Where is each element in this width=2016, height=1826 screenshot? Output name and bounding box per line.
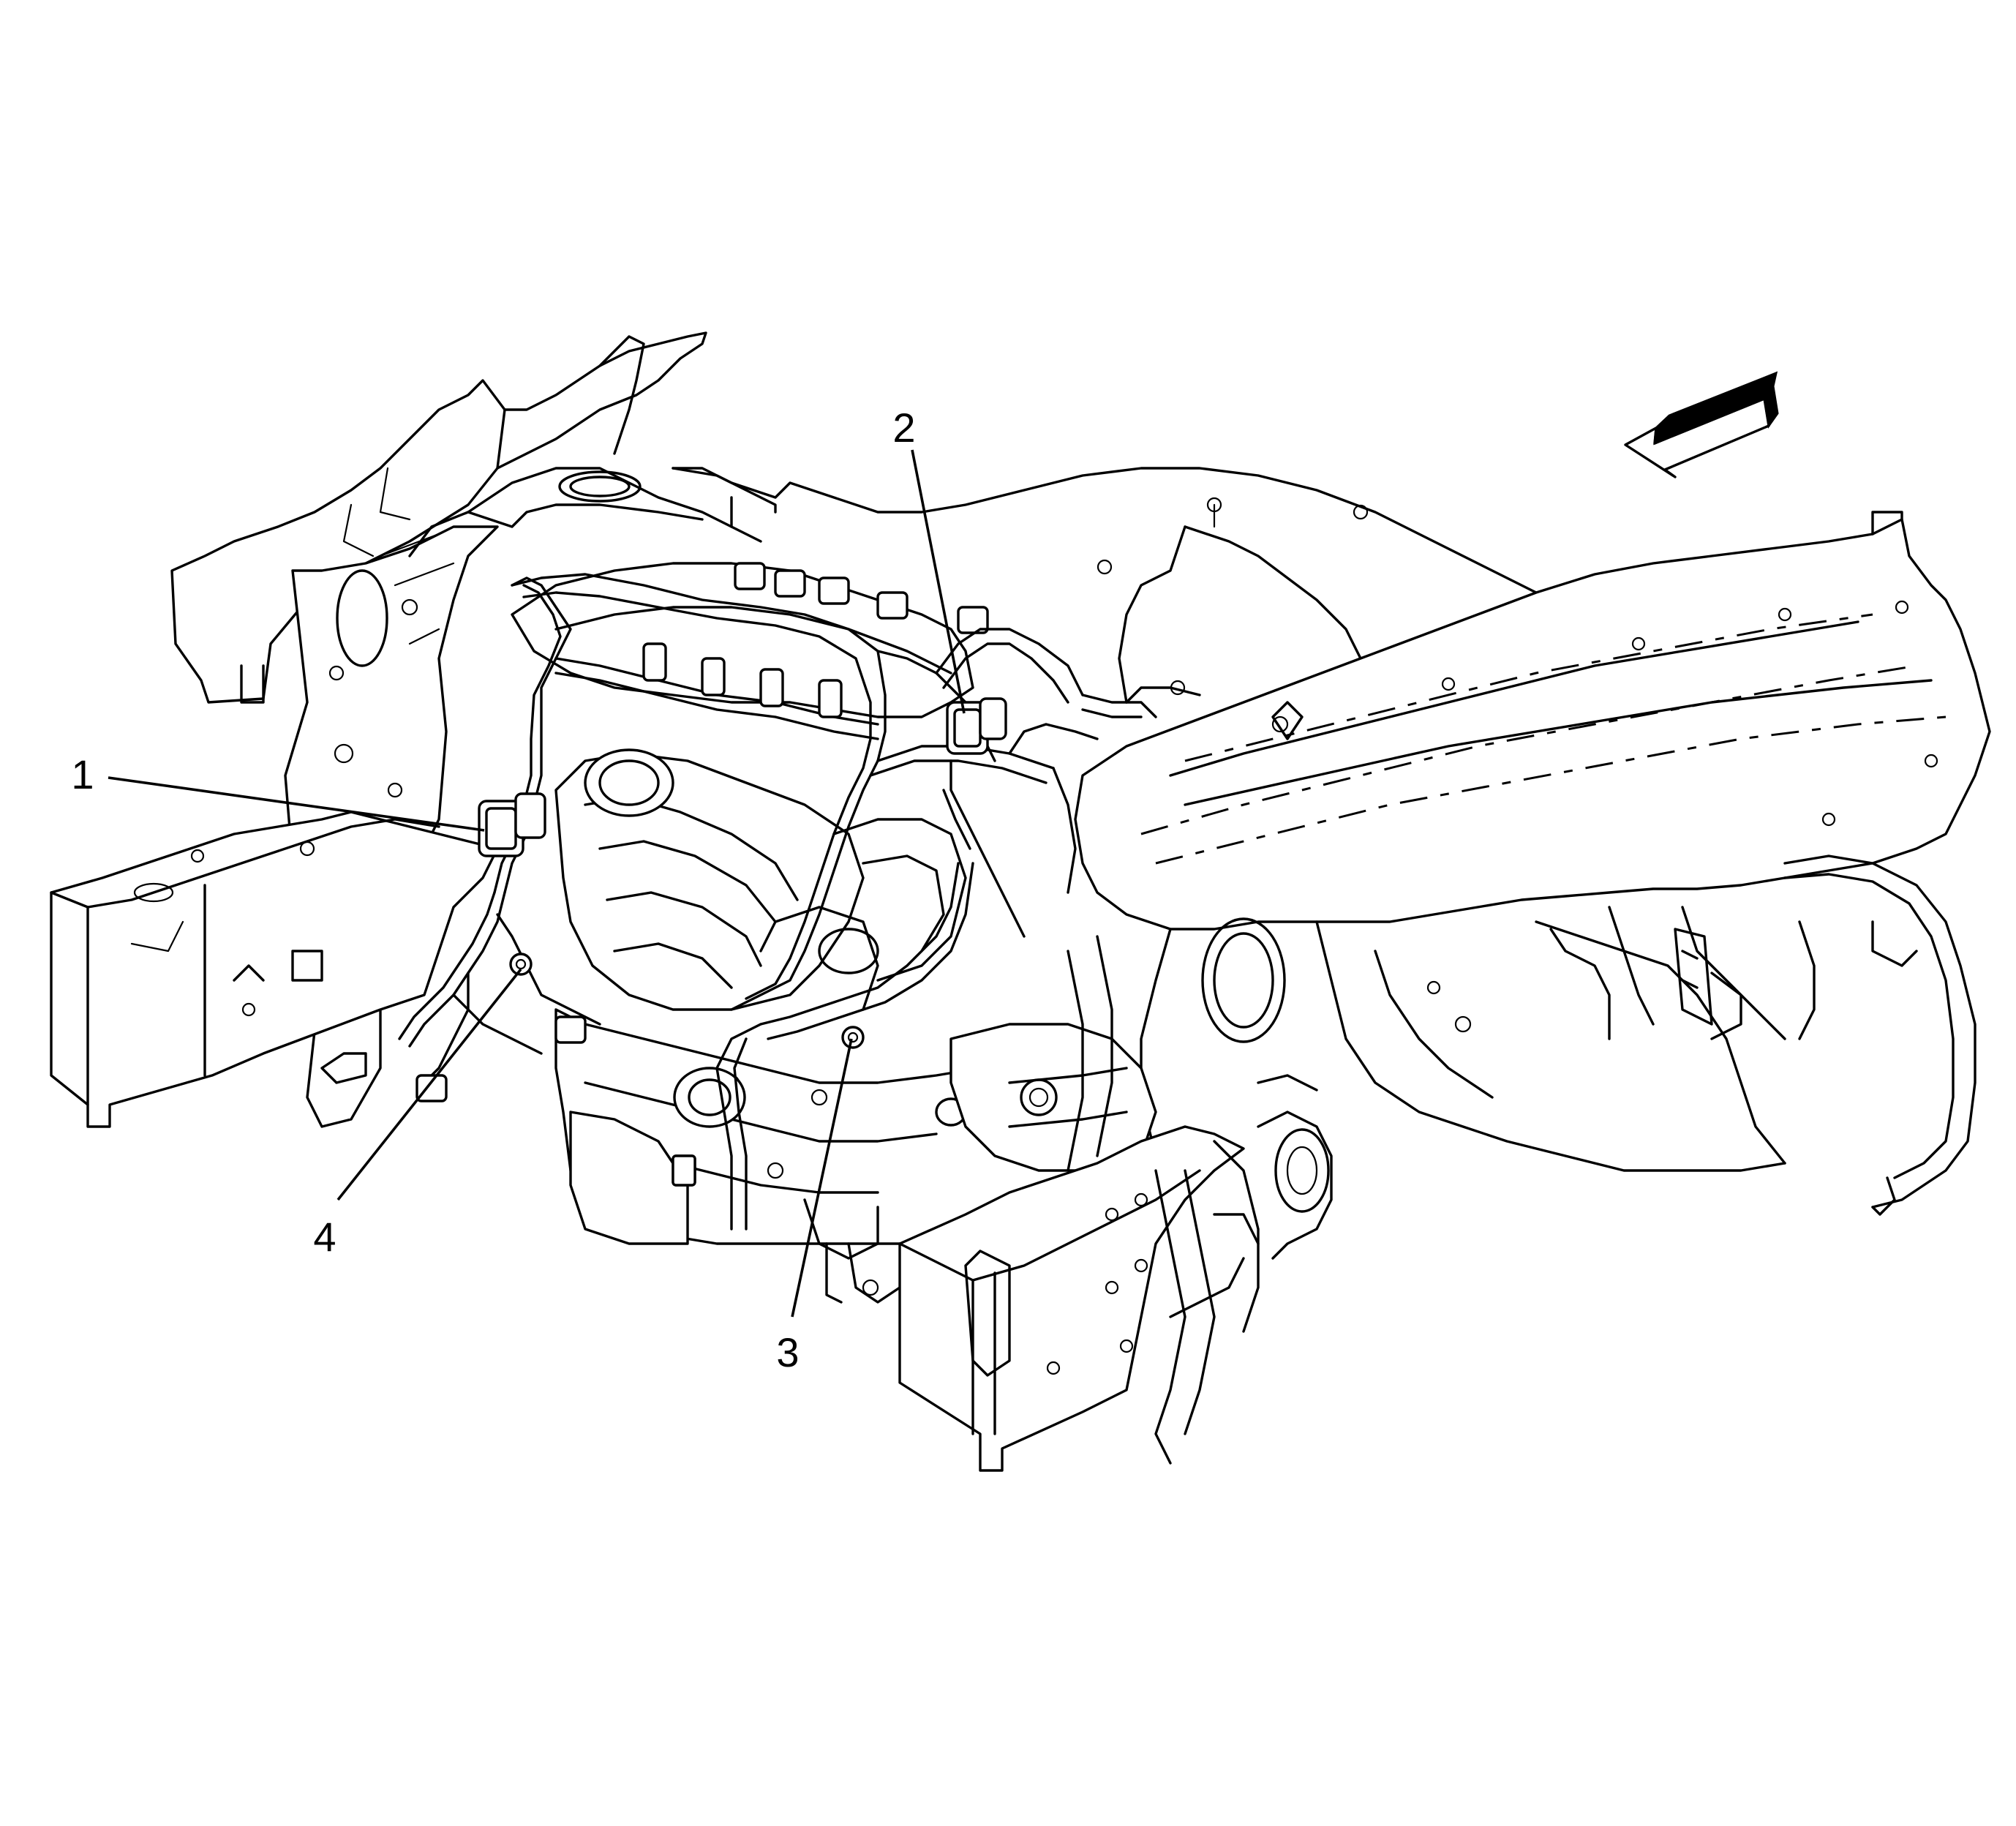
callout-4: 4 xyxy=(313,1214,336,1260)
leader-1 xyxy=(108,776,485,832)
transmission xyxy=(1169,1074,1333,1318)
callout-labels: 1 2 3 4 xyxy=(71,405,915,1375)
leader-2 xyxy=(911,449,966,714)
right-wheelhouse xyxy=(1140,906,1816,1201)
wiring-harness xyxy=(398,573,1157,1231)
callout-2: 2 xyxy=(892,405,915,451)
right-front-rail xyxy=(898,1125,1260,1472)
ground-point-4-icon xyxy=(509,953,533,976)
engine-assembly xyxy=(511,562,1157,1304)
callout-leaders xyxy=(108,449,966,1318)
connector-1-icon xyxy=(478,792,546,857)
callout-1: 1 xyxy=(71,751,94,797)
right-fender-rail xyxy=(1074,511,1991,931)
leader-4 xyxy=(336,968,522,1201)
connector-2-icon xyxy=(946,697,1007,755)
callout-3: 3 xyxy=(776,1329,799,1375)
front-of-vehicle-arrow-icon xyxy=(1624,371,1779,478)
left-front-rail xyxy=(50,811,499,1128)
ground-point-3-icon xyxy=(841,1026,865,1049)
leader-3 xyxy=(791,1038,853,1318)
wheel-liner xyxy=(1674,854,1976,1216)
